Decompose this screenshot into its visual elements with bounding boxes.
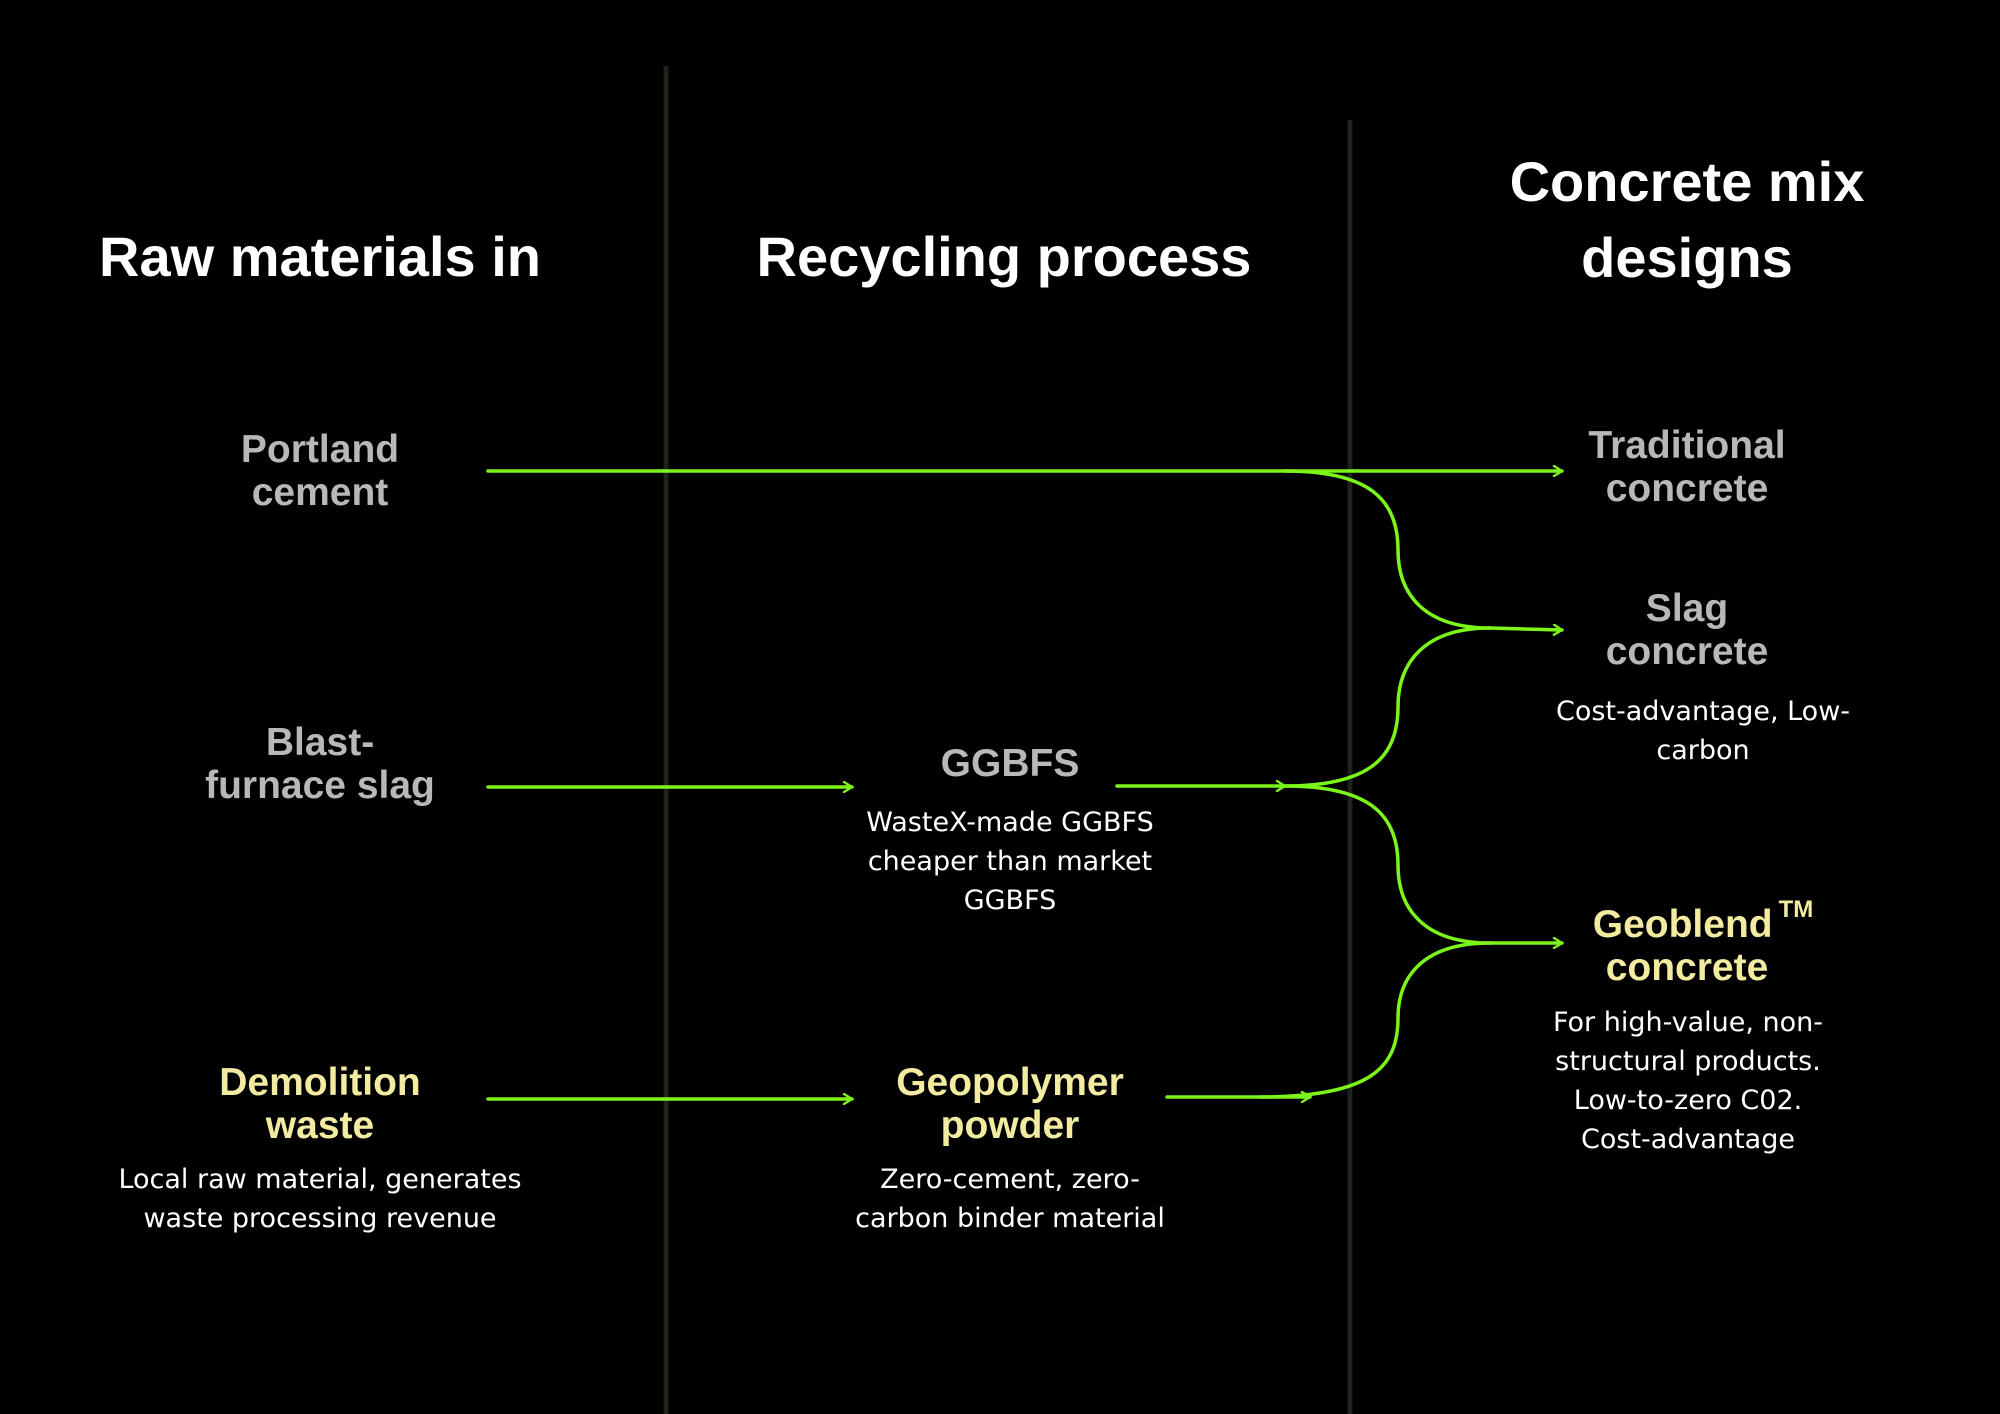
node-slag-concrete: Slag concrete [1606,587,1769,673]
desc-line: Cost-advantage, Low- [1555,696,1851,727]
desc-line: structural products. [1555,1046,1821,1077]
node-label: furnace slag [205,764,435,807]
desc-geopolymer-powder: Zero-cement, zero- carbon binder materia… [855,1160,1165,1238]
node-label: Slag [1645,587,1729,630]
desc-line: Zero-cement, zero- [880,1164,1140,1195]
desc-line: GGBFS [963,885,1057,916]
desc-geoblend-concrete: For high-value, non- structural products… [1553,1003,1823,1159]
column-heading-mix-designs: Concrete mix designs [1510,144,1865,296]
node-label: Geopolymer [896,1061,1124,1104]
desc-line: carbon [1656,735,1750,766]
node-geopolymer-powder: Geopolymer powder [896,1061,1124,1147]
arrow-slag-concrete-out [1488,628,1564,630]
column-heading-recycling: Recycling process [757,219,1252,295]
node-label: waste [265,1104,375,1147]
geoblend-name: Geoblend [1592,903,1773,946]
desc-line: For high-value, non- [1552,1007,1824,1038]
column-heading-raw-materials: Raw materials in [99,219,541,295]
heading-line: Concrete mix [1509,150,1865,213]
desc-demolition-waste: Local raw material, generates waste proc… [118,1160,521,1238]
node-ggbfs: GGBFS [941,742,1080,785]
curve-portland-to-slag [1283,469,1492,630]
desc-line: cheaper than market [867,846,1153,877]
node-label: cement [251,471,389,514]
desc-line: waste processing revenue [143,1203,497,1234]
node-label: concrete [1605,630,1769,673]
desc-line: carbon binder material [855,1203,1165,1234]
node-label: concrete [1605,467,1769,510]
desc-line: Cost-advantage [1581,1124,1795,1155]
node-demolition-waste: Demolition waste [219,1061,421,1147]
node-label: Demolition [219,1061,421,1104]
curve-ggbfs-to-slag [1283,626,1492,788]
desc-line: WasteX-made GGBFS [866,807,1154,838]
desc-line: Low-to-zero C02. [1573,1085,1803,1116]
heading-line: Recycling process [756,225,1252,288]
node-traditional-concrete: Traditional concrete [1588,424,1785,510]
desc-slag-concrete: Cost-advantage, Low- carbon [1556,692,1850,770]
curve-ggbfs-to-geoblend [1283,784,1492,945]
trademark-mark: TM [1778,896,1814,923]
heading-line: designs [1581,226,1793,289]
node-label: powder [940,1104,1080,1147]
node-label: concrete [1605,946,1769,989]
heading-line: Raw materials in [99,225,541,288]
desc-line: Local raw material, generates [118,1164,522,1195]
node-blast-furnace-slag: Blast- furnace slag [205,721,435,807]
node-label: Blast- [265,721,375,764]
node-portland-cement: Portland cement [241,428,399,514]
node-label: GGBFS [940,742,1080,785]
node-label: Portland [240,428,400,471]
curve-geopolymer-to-geoblend [1258,941,1492,1099]
node-label: Traditional [1588,424,1786,467]
desc-ggbfs: WasteX-made GGBFS cheaper than market GG… [866,803,1153,920]
